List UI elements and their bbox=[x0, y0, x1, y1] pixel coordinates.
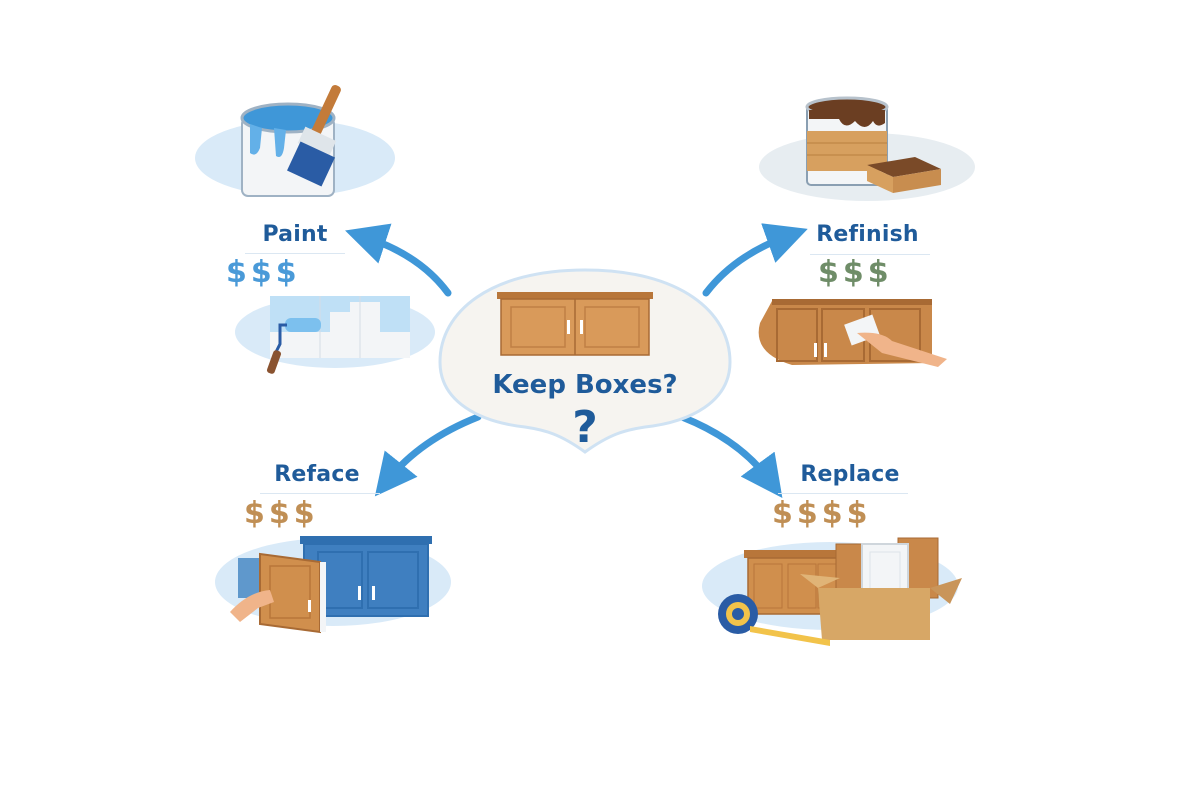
option-title: Refinish bbox=[816, 222, 919, 247]
paint-can-brush-icon bbox=[195, 85, 395, 197]
center-title: Keep Boxes? bbox=[492, 370, 678, 400]
divider bbox=[778, 493, 908, 494]
price-indicator: $$$ bbox=[226, 255, 301, 290]
roller-painting-cabinets-icon bbox=[235, 296, 435, 374]
question-mark-icon: ? bbox=[572, 402, 598, 453]
option-title: Reface bbox=[274, 462, 360, 487]
arrow-to-paint bbox=[345, 223, 452, 297]
option-title: Paint bbox=[262, 222, 328, 247]
price-indicator: $$$ bbox=[244, 496, 319, 531]
cabinet-icon bbox=[497, 292, 653, 356]
arrow-to-replace bbox=[678, 413, 783, 498]
replacing-cabinet-door-icon bbox=[215, 536, 451, 634]
option-title: Replace bbox=[800, 462, 900, 487]
arrow-to-reface bbox=[374, 413, 482, 497]
divider bbox=[260, 493, 380, 494]
divider bbox=[245, 253, 345, 254]
sanding-cabinet-icon bbox=[758, 299, 947, 367]
price-indicator: $$$$ bbox=[772, 496, 872, 531]
arrow-to-refinish bbox=[702, 223, 808, 297]
stain-can-sanding-block-icon bbox=[759, 96, 975, 201]
new-cabinets-box-tape-measure-icon bbox=[702, 537, 962, 646]
divider bbox=[810, 254, 930, 255]
center-decision-bubble: Keep Boxes? ? bbox=[435, 262, 735, 462]
price-indicator: $$$ bbox=[818, 255, 893, 290]
